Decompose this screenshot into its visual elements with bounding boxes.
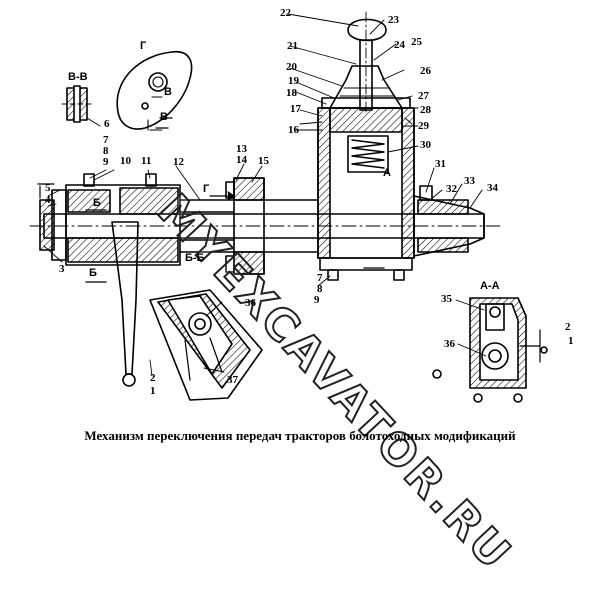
callout-8: 8 [103, 145, 109, 157]
cut-v-1-label: В [164, 86, 172, 98]
callout-8b: 8 [317, 283, 323, 295]
drawing-stage [29, 11, 548, 403]
mechanism-drawing [29, 11, 548, 403]
callout-36: 36 [245, 297, 256, 309]
callout-11: 11 [141, 155, 152, 167]
callout-9: 9 [103, 156, 109, 168]
callout-9b: 9 [314, 294, 320, 306]
section-aa-label: А-А [480, 280, 500, 292]
cut-g-arrow-label: Г [203, 183, 210, 195]
callout-26: 26 [420, 65, 431, 77]
view-g-detail [116, 51, 193, 131]
callout-6: 6 [104, 118, 110, 130]
callout-15: 15 [258, 155, 269, 167]
lever-detail [111, 221, 263, 401]
callout-23: 23 [388, 14, 399, 26]
callout-36b: 36 [444, 338, 455, 350]
callout-30: 30 [420, 139, 431, 151]
cut-b-bottom-label: Б [89, 267, 97, 279]
section-bb-label: Б-Б [185, 252, 205, 264]
gearshift-housing [317, 11, 485, 281]
callout-17: 17 [290, 103, 301, 115]
callout-2: 2 [150, 372, 156, 384]
callout-25: 25 [411, 36, 422, 48]
main-shaft-assembly [29, 173, 501, 275]
callout-20: 20 [286, 61, 297, 73]
callout-5: 5 [45, 182, 51, 194]
callout-14: 14 [236, 154, 247, 166]
callout-3: 3 [59, 263, 65, 275]
leader-lines [43, 13, 487, 377]
callout-12: 12 [173, 156, 184, 168]
callout-1b: 1 [568, 335, 574, 347]
callout-13: 13 [236, 143, 247, 155]
callout-27: 27 [418, 90, 429, 102]
section-vv-detail [61, 85, 101, 127]
callout-21: 21 [287, 40, 298, 52]
callout-32: 32 [446, 183, 457, 195]
callout-7b: 7 [317, 272, 323, 284]
callout-4: 4 [45, 194, 51, 206]
callout-10: 10 [120, 155, 131, 167]
cut-a-label: А [383, 167, 391, 179]
callout-7: 7 [103, 134, 109, 146]
callout-22: 22 [280, 7, 291, 19]
callout-24: 24 [394, 39, 405, 51]
figure-caption: Механизм переключения передач тракторов … [84, 428, 516, 443]
callout-18: 18 [286, 87, 297, 99]
callout-37: 37 [227, 374, 238, 386]
cut-b-top-label: Б [93, 197, 101, 209]
callout-31: 31 [435, 158, 446, 170]
callout-28: 28 [420, 104, 431, 116]
cutting-plane-marks [85, 117, 385, 283]
cut-v-2-label: В [160, 111, 168, 123]
callout-2b: 2 [565, 321, 571, 333]
callout-35: 35 [441, 293, 452, 305]
callout-16: 16 [288, 124, 299, 136]
section-vv-label: В-В [68, 71, 88, 83]
section-aa-detail [432, 297, 548, 403]
view-g-label: Г [140, 40, 147, 52]
callout-29: 29 [418, 120, 429, 132]
callout-19: 19 [288, 75, 299, 87]
callout-34: 34 [487, 182, 498, 194]
callout-1: 1 [150, 385, 156, 397]
callout-33: 33 [464, 175, 475, 187]
